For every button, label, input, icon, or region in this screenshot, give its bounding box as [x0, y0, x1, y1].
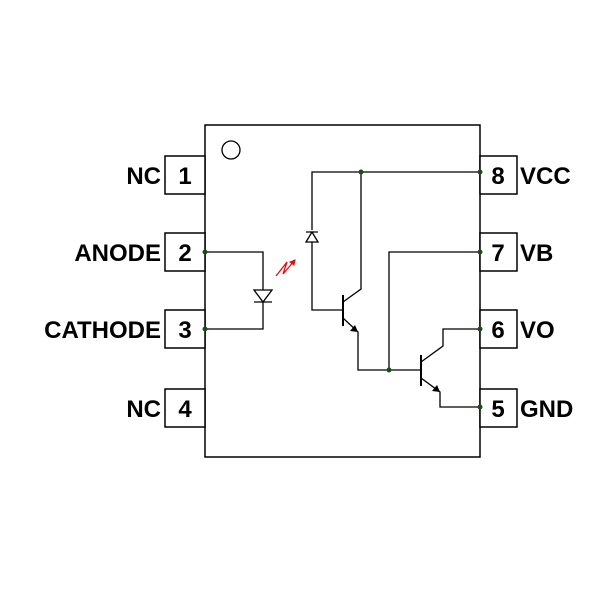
junction-dot	[358, 169, 364, 175]
pin-3-number: 3	[178, 317, 191, 344]
junction-dot	[477, 169, 483, 175]
transistor-2-emitter-arrow-icon	[432, 385, 440, 392]
pin-7: 7 VB	[479, 232, 553, 272]
light-arrowhead-icon	[288, 259, 296, 266]
pin-6-label: VO	[520, 317, 555, 344]
junction-dot	[386, 367, 392, 373]
transistor-1-collector	[342, 172, 362, 303]
pin-5-number: 5	[491, 396, 504, 423]
transistor-2-collector	[420, 328, 480, 363]
photodiode-circuit	[304, 171, 480, 311]
pin-7-label: VB	[520, 240, 553, 267]
vb-wire	[388, 251, 480, 370]
anode-wire	[205, 251, 264, 290]
pin-5: 5 GND	[479, 388, 573, 428]
pin-5-label: GND	[520, 396, 573, 423]
transistor-2-emitter	[420, 377, 480, 408]
transistor-2	[420, 328, 480, 408]
pin-2-label: ANODE	[74, 240, 161, 267]
junction-dot	[202, 249, 208, 255]
pin-4-number: 4	[178, 396, 192, 423]
pin-1-number: 1	[178, 163, 191, 190]
pin-3-label: CATHODE	[44, 317, 161, 344]
pin-8: 8 VCC	[479, 155, 571, 195]
pin-6-number: 6	[491, 317, 504, 344]
junction-dots	[202, 169, 483, 410]
pin-2-number: 2	[178, 240, 191, 267]
photodiode-bottom-wire	[311, 242, 342, 311]
pin-2: 2 ANODE	[74, 232, 206, 272]
pin-8-number: 8	[491, 163, 504, 190]
pin-8-label: VCC	[520, 163, 571, 190]
pin1-orientation-mark	[221, 140, 241, 160]
junction-dot	[477, 404, 483, 410]
input-led-circuit	[205, 251, 296, 330]
pin-4: 4 NC	[126, 388, 206, 428]
pin-8-box	[479, 155, 518, 195]
junction-dot	[477, 326, 483, 332]
pin-7-number: 7	[491, 240, 504, 267]
pin-6: 6 VO	[479, 309, 555, 349]
pin-2-box	[164, 232, 206, 272]
led-diode-icon	[252, 289, 274, 304]
pin-4-label: NC	[126, 396, 161, 423]
pin-4-box	[164, 388, 206, 428]
pin-3: 3 CATHODE	[44, 309, 206, 349]
transistor-1-emitter-arrow-icon	[350, 325, 358, 332]
pin-1-box	[164, 155, 206, 195]
cathode-wire	[205, 302, 264, 330]
junction-dot	[202, 326, 208, 332]
ic-package-body	[204, 124, 481, 458]
light-emission-icon	[275, 259, 296, 277]
junction-dot	[477, 249, 483, 255]
pin-1: 1 NC	[126, 155, 206, 195]
pin-1-label: NC	[126, 163, 161, 190]
photodiode-top-wire	[311, 171, 480, 230]
